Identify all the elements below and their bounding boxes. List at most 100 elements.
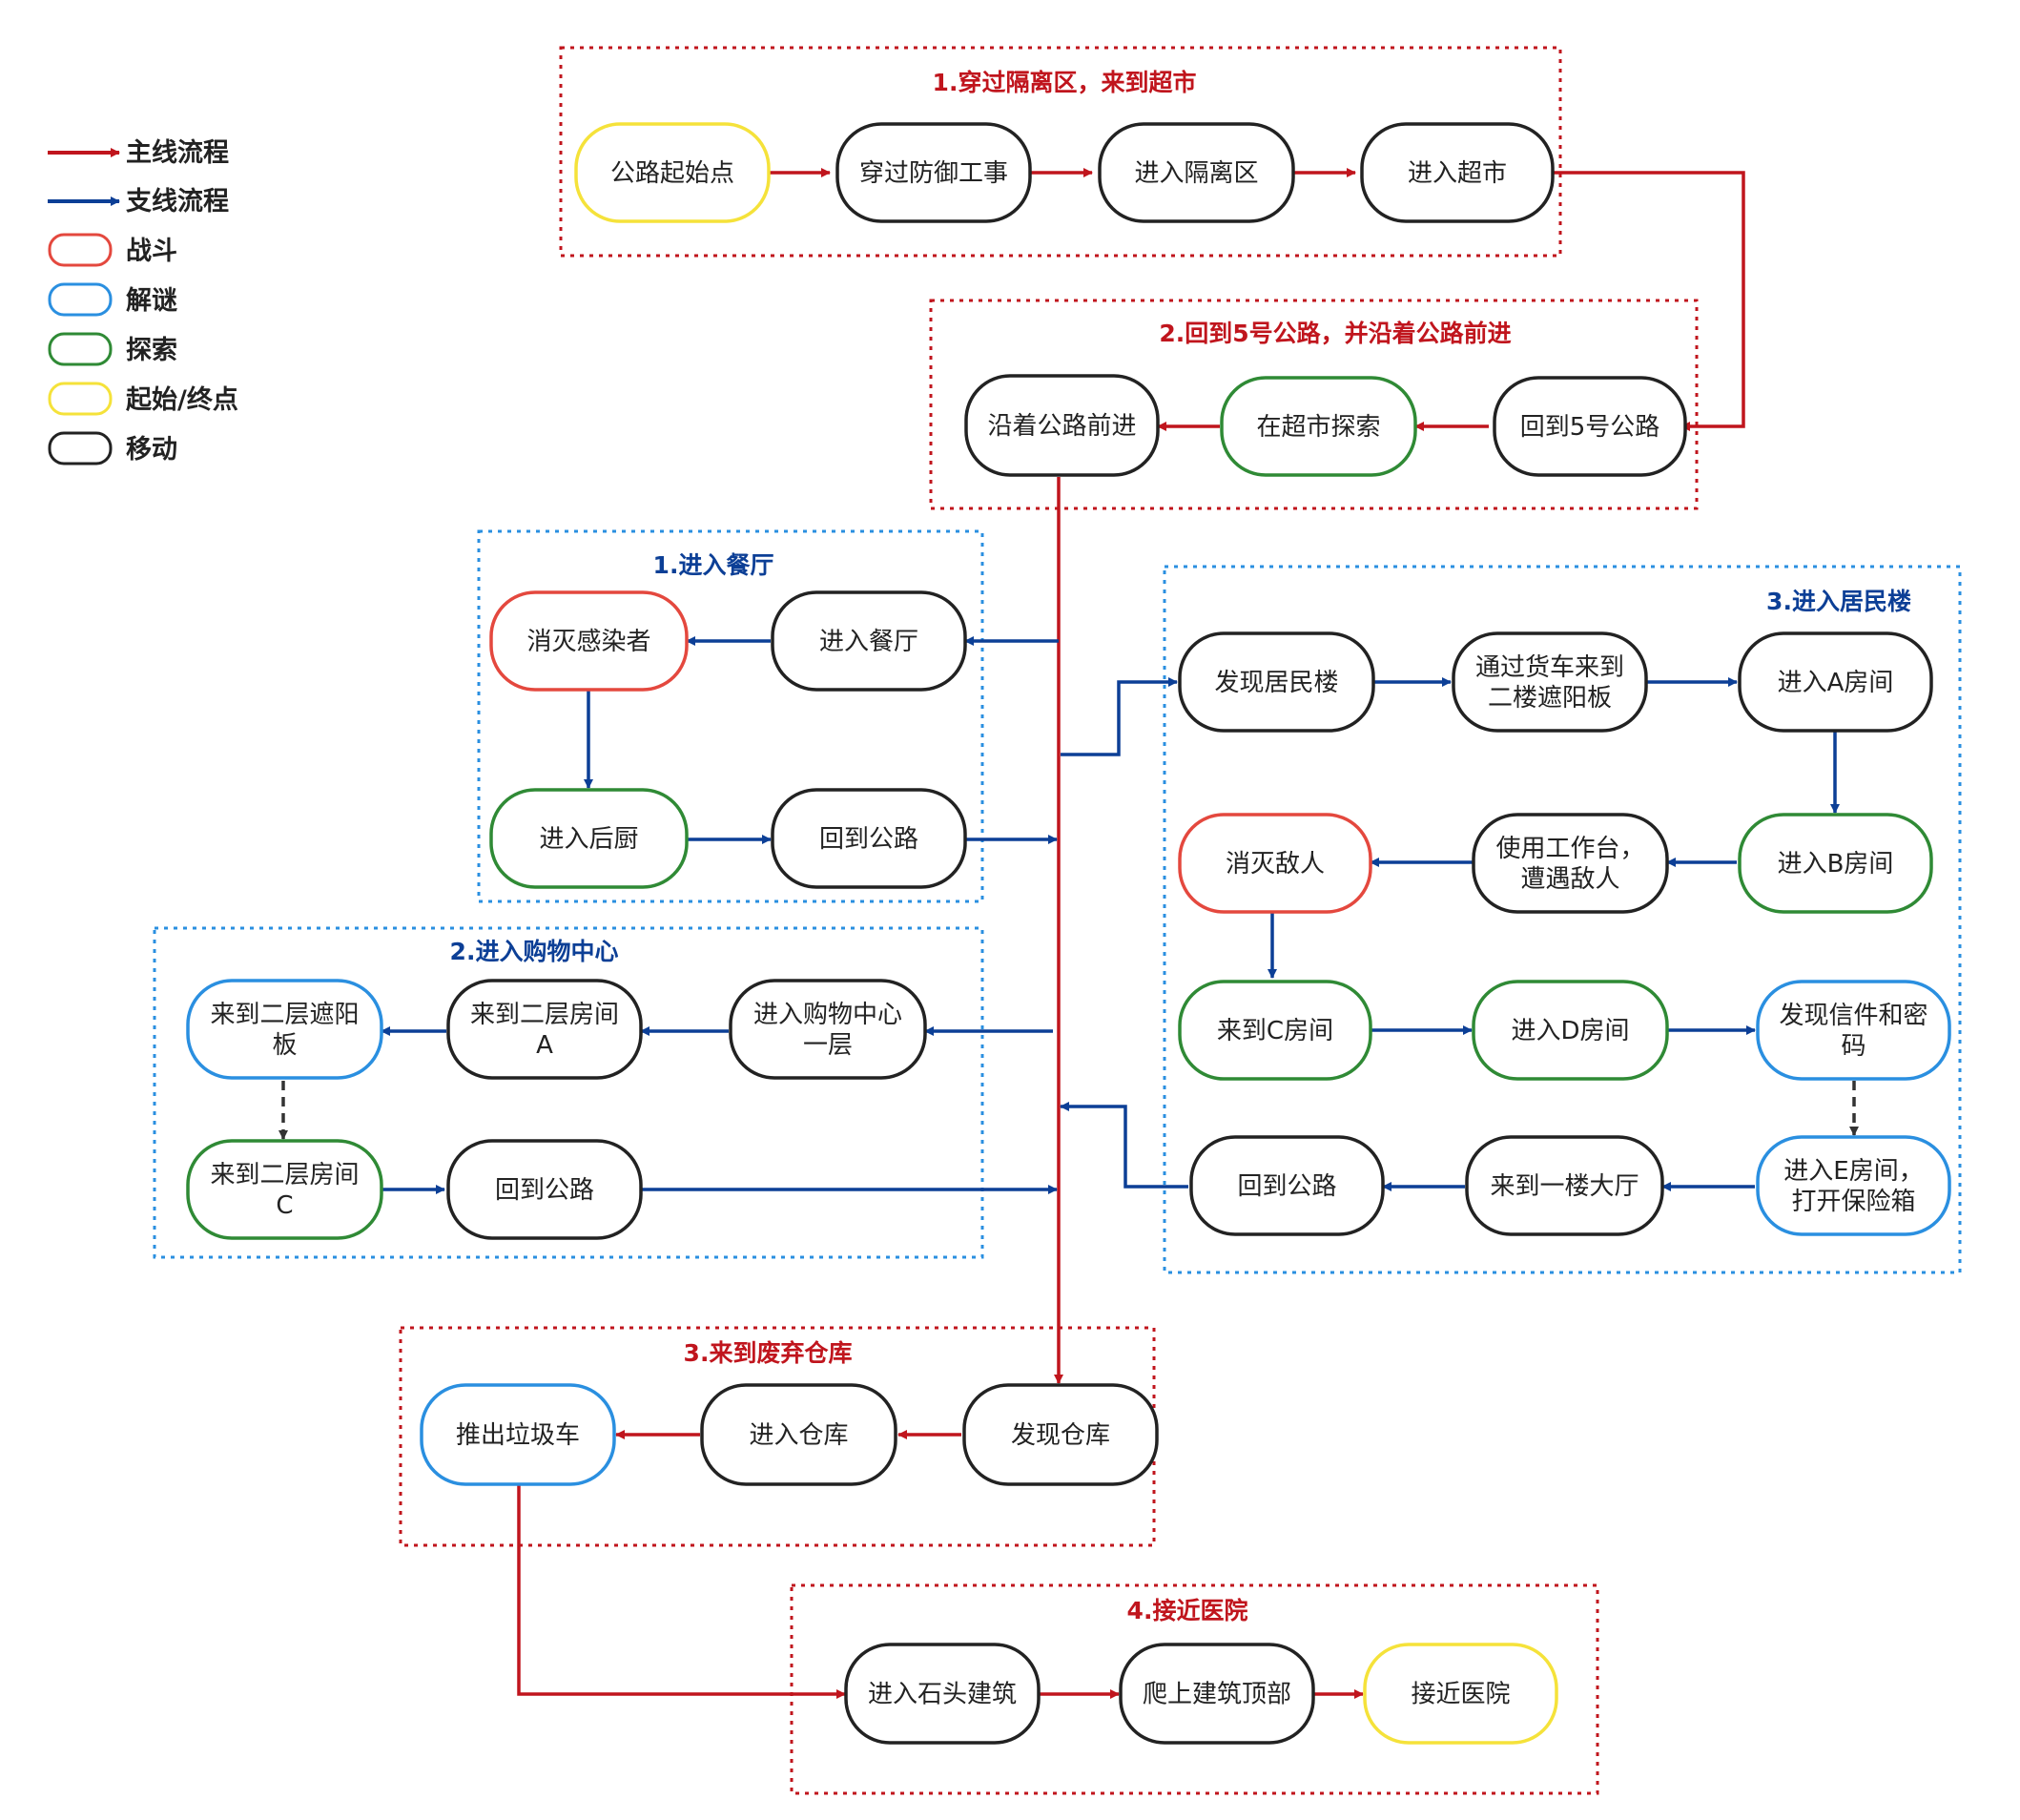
node-label-s4-line1: 来到二层房间 xyxy=(210,1161,359,1189)
node-h3: 进入A房间 xyxy=(1738,631,1933,733)
legend-move-swatch xyxy=(48,431,113,465)
node-box-w1 xyxy=(962,1383,1159,1486)
node-box-p3 xyxy=(1363,1643,1558,1745)
node-box-n1 xyxy=(574,122,771,223)
group-frame-g2 xyxy=(929,299,1699,510)
group-frame-b3 xyxy=(1163,565,1962,1274)
node-label-h4: 进入B房间 xyxy=(1778,850,1894,879)
legend-puzzle-swatch xyxy=(48,282,113,317)
node-h6: 消灭敌人 xyxy=(1178,813,1372,914)
legend-startend-label: 起始/终点 xyxy=(126,384,238,415)
group-title-b2: 2.进入购物中心 xyxy=(450,938,619,965)
node-label-s1-line1: 进入购物中心 xyxy=(753,1001,902,1029)
node-h8: 进入D房间 xyxy=(1472,980,1669,1081)
node-box-n6 xyxy=(1220,376,1417,477)
node-box-n5 xyxy=(1493,376,1687,477)
node-s5: 回到公路 xyxy=(446,1139,643,1240)
node-label-h8: 进入D房间 xyxy=(1511,1017,1629,1045)
node-box-r2 xyxy=(489,590,689,692)
connectors xyxy=(278,168,1859,1699)
node-label-h10-line2: 打开保险箱 xyxy=(1791,1188,1915,1216)
node-n6: 在超市探索 xyxy=(1220,376,1417,477)
node-r2: 消灭感染者 xyxy=(489,590,689,692)
node-label-h5-line1: 使用工作台， xyxy=(1495,835,1644,863)
node-box-s5 xyxy=(446,1139,643,1240)
node-box-s4 xyxy=(186,1139,383,1240)
node-label-r1: 进入餐厅 xyxy=(819,628,918,656)
node-box-r4 xyxy=(771,788,967,889)
node-box-n7 xyxy=(964,374,1160,477)
node-n5: 回到5号公路 xyxy=(1493,376,1687,477)
node-label-h7: 来到C房间 xyxy=(1217,1017,1333,1045)
node-label-s1-line2: 一层 xyxy=(803,1031,853,1060)
legend-move-label: 移动 xyxy=(126,435,177,465)
node-h10: 进入E房间，打开保险箱 xyxy=(1756,1135,1951,1236)
node-label-h1: 发现居民楼 xyxy=(1214,669,1338,697)
node-n2: 穿过防御工事 xyxy=(835,122,1032,223)
legend: 主线流程 支线流程 战斗 解谜 探索 起始/终点 移动 xyxy=(48,138,238,465)
node-box-h7 xyxy=(1178,980,1372,1081)
node-label-p1: 进入石头建筑 xyxy=(868,1681,1017,1709)
node-box-w2 xyxy=(700,1383,897,1486)
node-label-s5: 回到公路 xyxy=(495,1176,594,1205)
node-label-h6: 消灭敌人 xyxy=(1226,850,1325,879)
node-box-h4 xyxy=(1738,813,1933,914)
node-box-s3 xyxy=(186,979,383,1080)
node-h12: 回到公路 xyxy=(1189,1135,1385,1236)
node-box-r1 xyxy=(771,590,967,692)
group-frame-g4 xyxy=(790,1583,1599,1795)
edge-w3-p1 xyxy=(517,1485,846,1699)
node-box-h1 xyxy=(1178,631,1375,733)
node-h5: 使用工作台，遭遇敌人 xyxy=(1472,813,1669,914)
node-label-n2: 穿过防御工事 xyxy=(859,159,1008,188)
group-title-g2: 2.回到5号公路，并沿着公路前进 xyxy=(1159,320,1511,347)
node-label-s2-line1: 来到二层房间 xyxy=(470,1001,619,1029)
node-label-w3: 推出垃圾车 xyxy=(456,1421,580,1450)
node-h7: 来到C房间 xyxy=(1178,980,1372,1081)
node-label-h5-line2: 遭遇敌人 xyxy=(1520,865,1619,894)
node-label-s3-line2: 板 xyxy=(272,1031,297,1060)
node-label-s2-line2: A xyxy=(536,1031,553,1060)
group-titles: 1.穿过隔离区，来到超市 2.回到5号公路，并沿着公路前进 1.进入餐厅 2.进… xyxy=(450,69,1911,1624)
node-box-h12 xyxy=(1189,1135,1385,1236)
node-box-s2 xyxy=(446,979,643,1080)
group-title-g1: 1.穿过隔离区，来到超市 xyxy=(933,69,1197,96)
node-label-n7: 沿着公路前进 xyxy=(987,412,1136,441)
node-n3: 进入隔离区 xyxy=(1098,122,1295,223)
node-label-r3: 进入后厨 xyxy=(539,825,638,854)
node-box-h2 xyxy=(1452,631,1648,733)
node-box-h11 xyxy=(1465,1135,1664,1236)
node-label-h9-line2: 码 xyxy=(1841,1032,1865,1061)
group-title-g4: 4.接近医院 xyxy=(1127,1597,1248,1624)
edge-h12-road xyxy=(1060,1102,1188,1189)
node-box-n4 xyxy=(1360,122,1555,223)
node-r3: 进入后厨 xyxy=(489,788,689,889)
legend-explore-label: 探索 xyxy=(126,336,177,365)
group-title-g3: 3.来到废弃仓库 xyxy=(684,1339,853,1367)
node-box-h10 xyxy=(1756,1135,1951,1236)
edge-n4-n5 xyxy=(1553,171,1745,431)
node-box-w3 xyxy=(420,1383,616,1486)
group-title-b1: 1.进入餐厅 xyxy=(653,551,774,579)
legend-branch-label: 支线流程 xyxy=(126,187,229,217)
node-p1: 进入石头建筑 xyxy=(844,1643,1041,1745)
node-r4: 回到公路 xyxy=(771,788,967,889)
node-n7: 沿着公路前进 xyxy=(964,374,1160,477)
legend-explore-swatch xyxy=(48,332,113,366)
node-box-h3 xyxy=(1738,631,1933,733)
node-p2: 爬上建筑顶部 xyxy=(1119,1643,1315,1745)
node-label-p2: 爬上建筑顶部 xyxy=(1143,1681,1291,1709)
legend-combat-label: 战斗 xyxy=(126,237,177,266)
node-box-h5 xyxy=(1472,813,1669,914)
node-h1: 发现居民楼 xyxy=(1178,631,1375,733)
node-w2: 进入仓库 xyxy=(700,1383,897,1486)
group-frame-g1 xyxy=(559,46,1562,258)
node-p3: 接近医院 xyxy=(1363,1643,1558,1745)
nodes-layer: 公路起始点穿过防御工事进入隔离区进入超市回到5号公路在超市探索沿着公路前进进入餐… xyxy=(186,122,1951,1745)
